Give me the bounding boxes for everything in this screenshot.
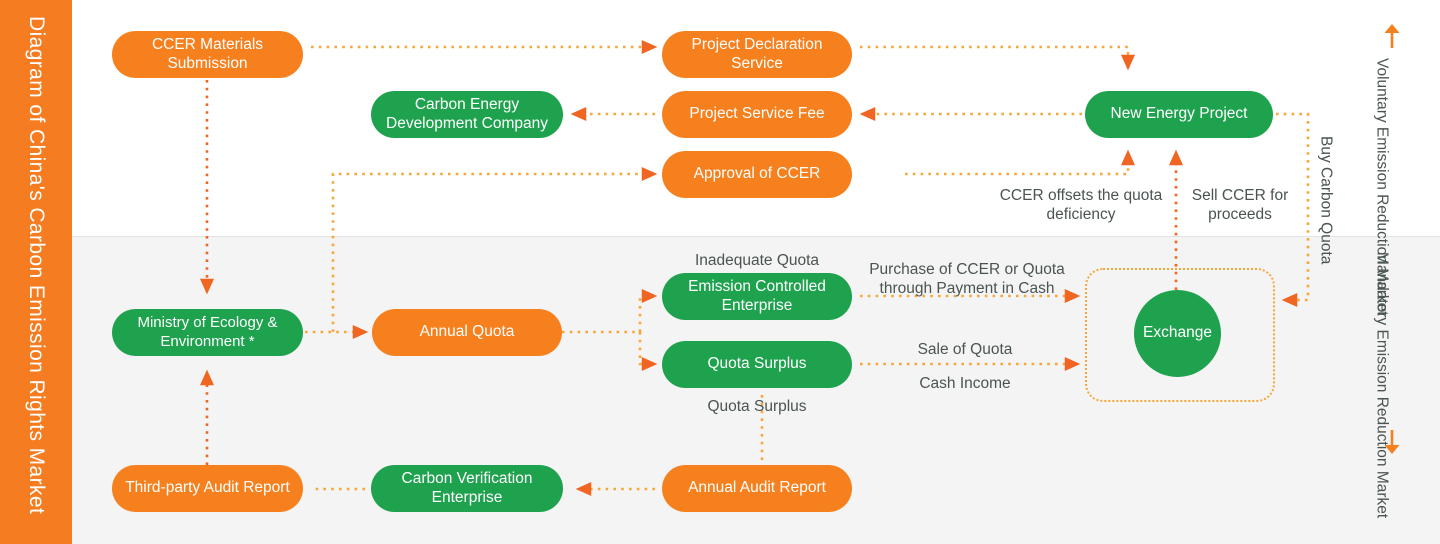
edge-label-buy-carbon-quota: Buy Carbon Quota [1317,136,1335,265]
edge-label-inadequate-quota: Inadequate Quota [694,252,820,269]
edge-label-sell-ccer: Sell CCER for proceeds [1191,187,1289,224]
node-label: Project Service Fee [689,105,825,123]
edge-new-energy-to-exchange-buy [1276,112,1310,308]
edge-quota-to-quota-surplus [638,332,658,372]
node-label: Carbon Energy Development Company [386,95,548,132]
node-approval-of-ccer[interactable]: Approval of CCER [662,151,852,198]
market-label-voluntary: Voluntary Emission Reduction Market [1373,58,1391,316]
node-ministry-of-ecology-environment[interactable]: Ministry of Ecology & Environment * [112,309,303,356]
node-project-service-fee[interactable]: Project Service Fee [662,91,852,138]
node-label: Emission Controlled Enterprise [688,277,826,314]
node-project-declaration-service[interactable]: Project Declaration Service [662,31,852,78]
arrow-down-icon [1384,430,1400,454]
node-label: Approval of CCER [693,165,821,183]
node-third-party-audit-report[interactable]: Third-party Audit Report [112,465,303,512]
market-label-mandatory: Mandatory Emission Reduction Market [1373,252,1391,519]
node-ccer-materials-submission[interactable]: CCER Materials Submission [112,31,303,78]
edge-approval-to-new-energy [905,149,1136,176]
exchange-container [1085,268,1275,402]
node-emission-controlled-enterprise[interactable]: Emission Controlled Enterprise [662,273,852,320]
edge-label-quota-surplus-lower: Quota Surplus [707,398,807,415]
node-label: New Energy Project [1110,105,1248,123]
edge-declaration-to-new-energy [860,45,1136,71]
node-annual-quota[interactable]: Annual Quota [372,309,562,356]
node-carbon-energy-development-company[interactable]: Carbon Energy Development Company [371,91,563,138]
node-label: Project Declaration Service [691,35,823,72]
node-quota-surplus[interactable]: Quota Surplus [662,341,852,388]
edge-label-sale-of-quota: Sale of Quota [917,341,1013,358]
edge-label-purchase-ccer: Purchase of CCER or Quota through Paymen… [869,261,1065,298]
node-exchange[interactable]: Exchange [1134,290,1221,377]
edge-quota-to-emission-enterprise [562,288,658,334]
node-label: Quota Surplus [707,355,807,373]
arrow-up-icon [1384,24,1400,48]
title-sidebar: Diagram of China's Carbon Emission Right… [0,0,72,544]
node-label: Ministry of Ecology & Environment * [137,314,278,350]
edge-label-cash-income: Cash Income [919,375,1011,392]
diagram-title: Diagram of China's Carbon Emission Right… [25,16,48,515]
edge-ministry-to-approval [331,166,658,332]
node-label: Annual Quota [419,323,515,341]
edge-label-ccer-offsets: CCER offsets the quota deficiency [999,187,1163,224]
node-annual-audit-report[interactable]: Annual Audit Report [662,465,852,512]
node-new-energy-project[interactable]: New Energy Project [1085,91,1273,138]
node-carbon-verification-enterprise[interactable]: Carbon Verification Enterprise [371,465,563,512]
node-label: Annual Audit Report [688,479,826,497]
node-label: CCER Materials Submission [151,35,264,72]
node-label: Carbon Verification Enterprise [401,469,533,506]
node-label: Third-party Audit Report [125,479,290,497]
node-label: Exchange [1143,324,1212,342]
